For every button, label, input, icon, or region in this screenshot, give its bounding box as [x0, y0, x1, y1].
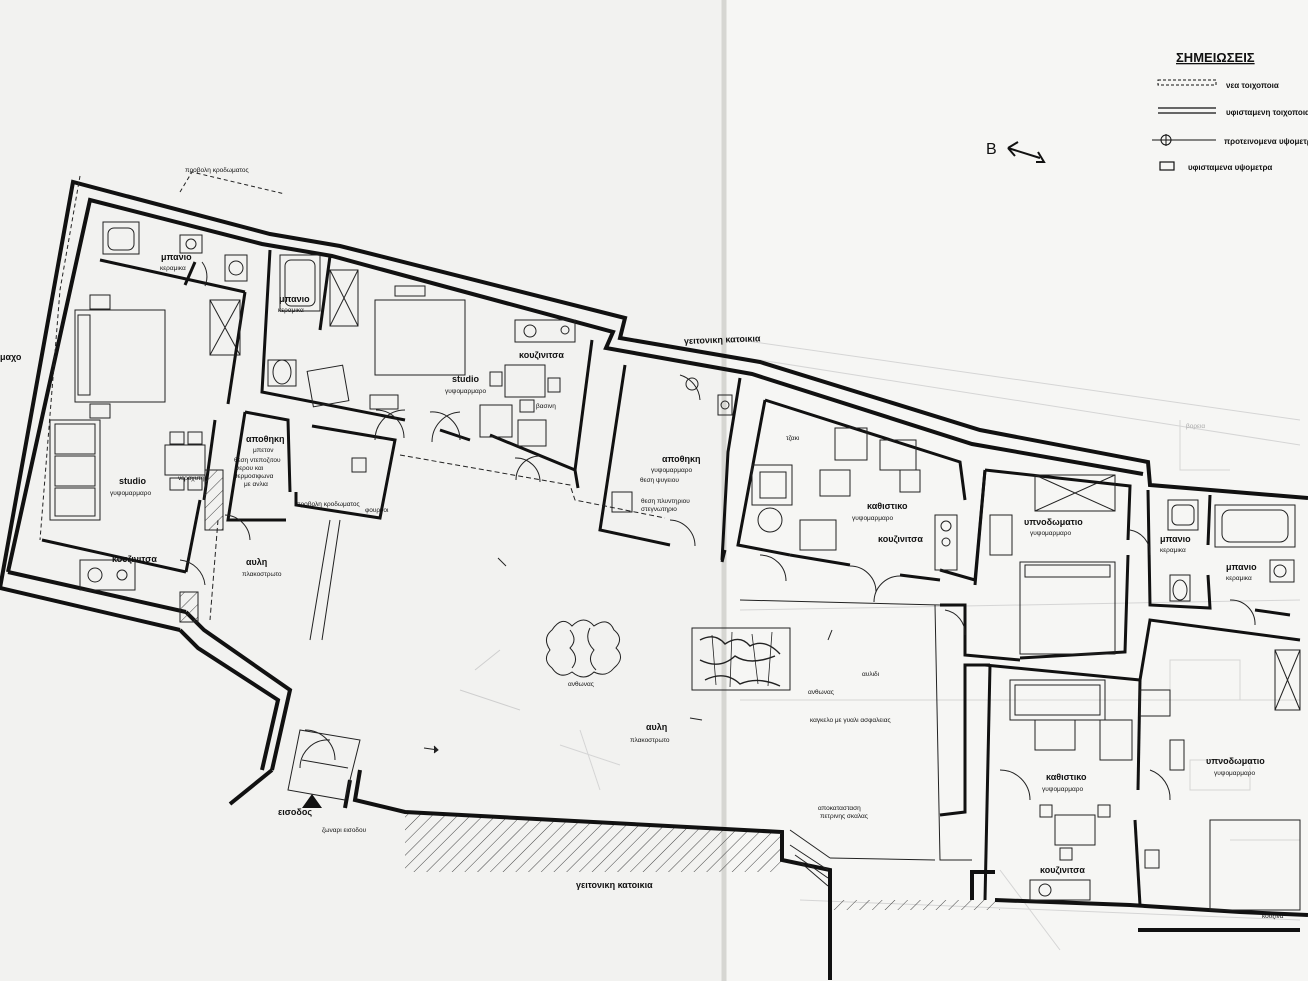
room-kitchen3: κουζινιτσα	[878, 534, 923, 544]
yard2-floor: πλακοστρωτο	[630, 737, 670, 744]
fireplace-label: τζακι	[786, 435, 800, 442]
flower2-label: ανθωνας	[808, 689, 834, 696]
entrance-marker	[302, 794, 322, 808]
bottom-right-label: κουζινα	[1262, 913, 1284, 920]
room-bath4-floor: κεραμικα	[1226, 575, 1252, 582]
room-studio1: studio	[119, 476, 146, 486]
outer-walls	[0, 179, 1308, 980]
legend-item-new-wall: νεα τοιχοποια	[1226, 81, 1279, 90]
furniture	[49, 221, 1301, 911]
glass-rail-label: καγκελο με γυαλι ασφαλειας	[810, 717, 891, 724]
room-kitchen4: κουζινιτσα	[1040, 865, 1085, 875]
stair-note-line2: πετρινης σκαλας	[820, 813, 868, 820]
entrance-label: εισοδος	[278, 807, 312, 817]
neighbor-bottom-label: γειτονικη κατοικια	[576, 880, 653, 890]
room-living2-floor: γυψομαρμαρο	[1042, 786, 1083, 793]
right-edge-label: βορεια	[1186, 423, 1205, 430]
stair-note-line1: αποκατασταση	[818, 805, 861, 812]
room-studio2-floor: γυψομαρμαρο	[445, 388, 486, 395]
room-bath4: μπανιο	[1226, 562, 1257, 572]
room-kitchen2: κουζινιτσα	[519, 350, 564, 360]
room-bath2-floor: κεραμικα	[278, 307, 304, 314]
edge-left-label: μαχο	[0, 352, 22, 362]
oven-label: φουρνοι	[365, 507, 389, 514]
yard2-label: αυλη	[646, 722, 667, 732]
room-bedroom2: υπνοδωματιο	[1206, 756, 1265, 766]
projection-mid-label: προβολη κροδωματος	[296, 501, 360, 508]
room-storage1: αποθηκη	[246, 434, 285, 444]
room-bath3: μπανιο	[1160, 534, 1191, 544]
door-swings	[179, 261, 1256, 801]
room-bedroom2-floor: γυψομαρμαρο	[1214, 770, 1255, 777]
room-bedroom1: υπνοδωματιο	[1024, 517, 1083, 527]
room-bedroom1-floor: γυψομαρμαρο	[1030, 530, 1071, 537]
room-studio2: studio	[452, 374, 479, 384]
projection-top-label: προβολη κροδωματος	[185, 167, 249, 174]
legend-symbols	[1152, 79, 1217, 171]
legend-item-existing-levels: υφισταμενα υψομετρα	[1188, 163, 1272, 172]
room-living1: καθιστικο	[867, 501, 908, 511]
legend-item-existing-wall: υφισταμενη τοιχοποια	[1226, 108, 1308, 117]
flower-beds	[546, 619, 791, 691]
interior-walls	[41, 249, 1301, 906]
yard1-label: αυλη	[246, 557, 267, 567]
room-bath1-floor: κεραμικα	[160, 265, 186, 272]
room-bath1: μπανιο	[161, 252, 192, 262]
legend-item-proposed-levels: προτεινομενα υψομετρα	[1224, 137, 1308, 146]
basin-label: βασινη	[536, 403, 556, 410]
thin-lines	[39, 171, 972, 887]
storage1-note: θεση ντεποζιτου νερου και θερμοσιφωνα με…	[234, 457, 282, 488]
storage2-note2a: θεση πλυντηριου	[641, 498, 690, 505]
north-arrow	[1007, 141, 1046, 163]
yard-word-label: αυλιδι	[862, 671, 880, 678]
storage2-note2b: στεγνωτηριο	[641, 506, 677, 513]
legend-title: ΣΗΜΕΙΩΣΕΙΣ	[1176, 50, 1255, 65]
room-kitchen1: κουζινιτσα	[112, 554, 157, 564]
room-living2: καθιστικο	[1046, 772, 1087, 782]
neighbor-top-label: γειτονικη κατοικια	[684, 333, 761, 346]
direction-arrows	[423, 557, 833, 754]
room-storage2-floor: γυψομαρμαρο	[651, 467, 692, 474]
sink-label: νεροχυτης	[178, 475, 208, 482]
neighbor-hatch-right	[830, 900, 1000, 910]
room-living1-floor: γυψομαρμαρο	[852, 515, 893, 522]
room-storage1-sub: μπετον	[253, 447, 273, 454]
storage2-note1: θεση ψυγειου	[640, 477, 679, 484]
room-studio1-floor: γυψομαρμαρο	[110, 490, 151, 497]
room-bath3-floor: κεραμικα	[1160, 547, 1186, 554]
room-bath2: μπανιο	[279, 294, 310, 304]
flower1-label: ανθωνας	[568, 681, 594, 688]
yard1-floor: πλακοστρωτο	[242, 571, 282, 578]
threshold-label: ζωναρι εισοδου	[322, 827, 367, 834]
room-storage2: αποθηκη	[662, 454, 701, 464]
north-label: Β	[986, 141, 997, 158]
